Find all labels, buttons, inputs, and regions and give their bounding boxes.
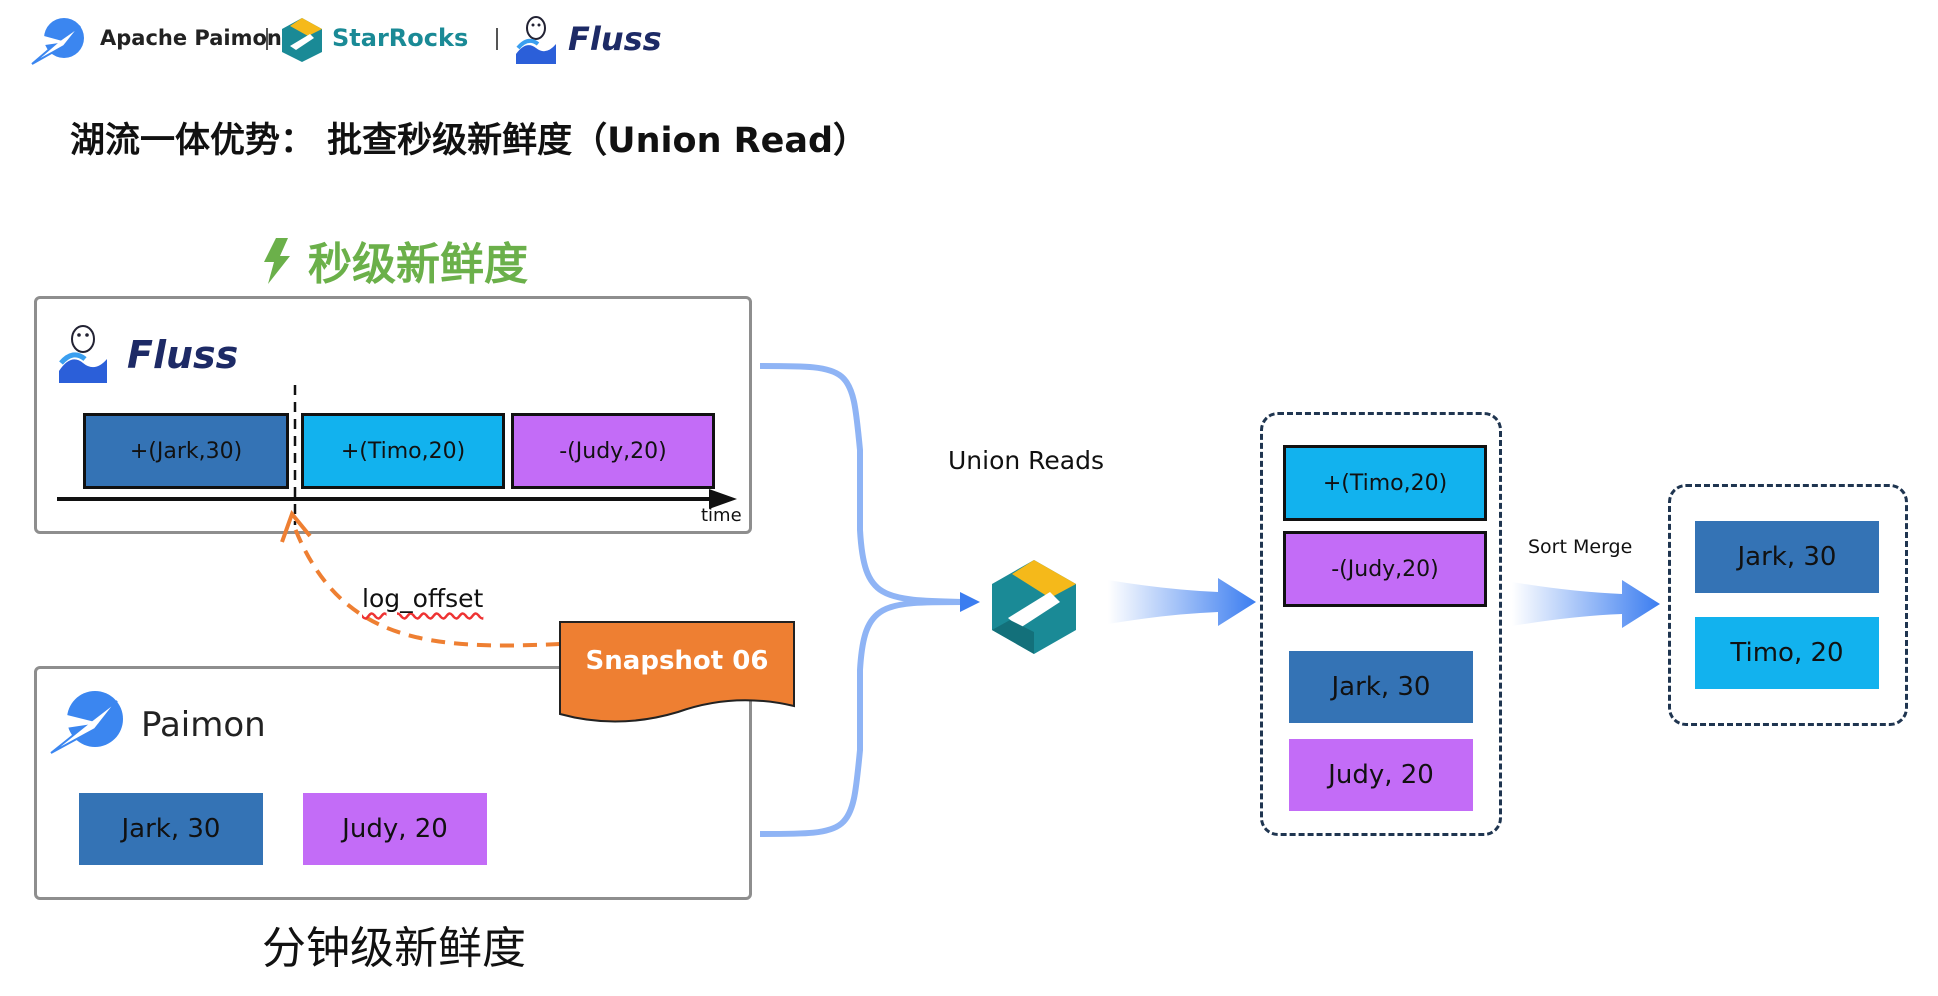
union-reads-label: Union Reads [948,446,1105,475]
paimon-record-jark: Jark, 30 [79,793,263,865]
fluss-icon [512,14,560,66]
result-record-jark: Jark, 30 [1695,521,1879,593]
header-logos: Apache Paimon StarRocks Fluss [30,14,662,68]
minute-level-freshness-label: 分钟级新鲜度 [262,923,526,974]
union-flow-lines [752,360,982,840]
log-offset-arrow [280,508,580,658]
fluss-icon [55,321,111,385]
starrocks-logo-label: StarRocks [332,24,469,52]
fluss-record-judy: -(Judy,20) [511,413,715,489]
fluss-panel: Fluss +(Jark,30) +(Timo,20) -(Judy,20) t… [34,296,752,534]
paimon-record-judy: Judy, 20 [303,793,487,865]
merge-fluss-record-judy: -(Judy,20) [1283,531,1487,607]
second-level-freshness-label: 秒级新鲜度 [308,239,528,290]
log-offset-label: log_offset [362,584,484,613]
paimon-icon [49,689,129,755]
merge-paimon-record-judy: Judy, 20 [1289,739,1473,811]
lightning-icon [262,238,292,284]
logo-divider [496,28,498,50]
flow-arrow-to-merge [1108,574,1256,630]
page-title: 湖流一体优势： 批查秒级新鲜度（Union Read） [70,121,869,161]
starrocks-engine-icon [990,558,1078,656]
result-record-timo: Timo, 20 [1695,617,1879,689]
starrocks-icon [280,16,324,64]
merge-fluss-record-timo: +(Timo,20) [1283,445,1487,521]
flow-arrow-to-result [1512,576,1660,632]
offset-marker-line [293,385,297,525]
paimon-icon [30,16,90,66]
result-panel: Jark, 30 Timo, 20 [1668,484,1908,726]
time-axis-label: time [701,505,742,526]
fluss-record-timo: +(Timo,20) [301,413,505,489]
sort-merge-label: Sort Merge [1528,536,1633,558]
merge-input-panel: +(Timo,20) -(Judy,20) Jark, 30 Judy, 20 [1260,412,1502,836]
paimon-panel: Paimon Jark, 30 Judy, 20 [34,666,752,900]
fluss-logo-label: Fluss [568,20,662,58]
fluss-record-jark: +(Jark,30) [83,413,289,489]
logo-divider [266,28,268,50]
paimon-logo-label: Apache Paimon [100,26,282,50]
snapshot-shape [558,620,796,724]
snapshot-label: Snapshot 06 [585,646,769,676]
paimon-panel-logo-label: Paimon [141,705,266,745]
merge-paimon-record-jark: Jark, 30 [1289,651,1473,723]
fluss-panel-logo-label: Fluss [127,333,239,377]
time-axis [57,489,737,519]
